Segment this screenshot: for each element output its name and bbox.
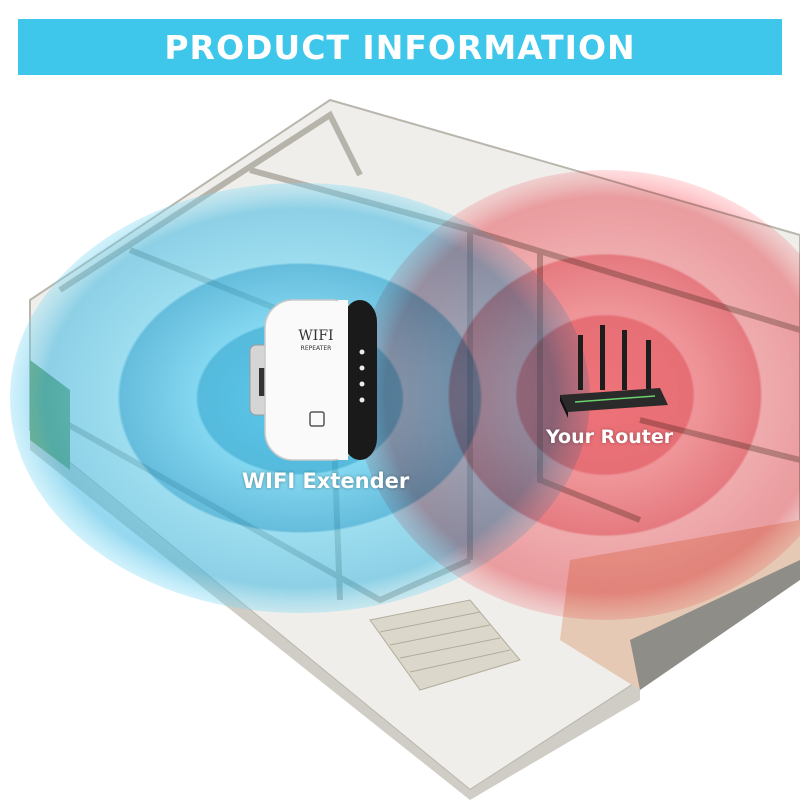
router-label: Your Router — [546, 426, 674, 448]
extender-label: WIFI Extender — [242, 469, 410, 493]
router-icon — [560, 325, 668, 418]
banner: PRODUCT INFORMATION — [18, 19, 782, 75]
banner-title: PRODUCT INFORMATION — [164, 27, 636, 67]
wifi-extender-icon: WIFI REPEATER — [249, 299, 377, 461]
device-brand: WIFI — [298, 328, 333, 344]
device-sub: REPEATER — [301, 345, 332, 352]
